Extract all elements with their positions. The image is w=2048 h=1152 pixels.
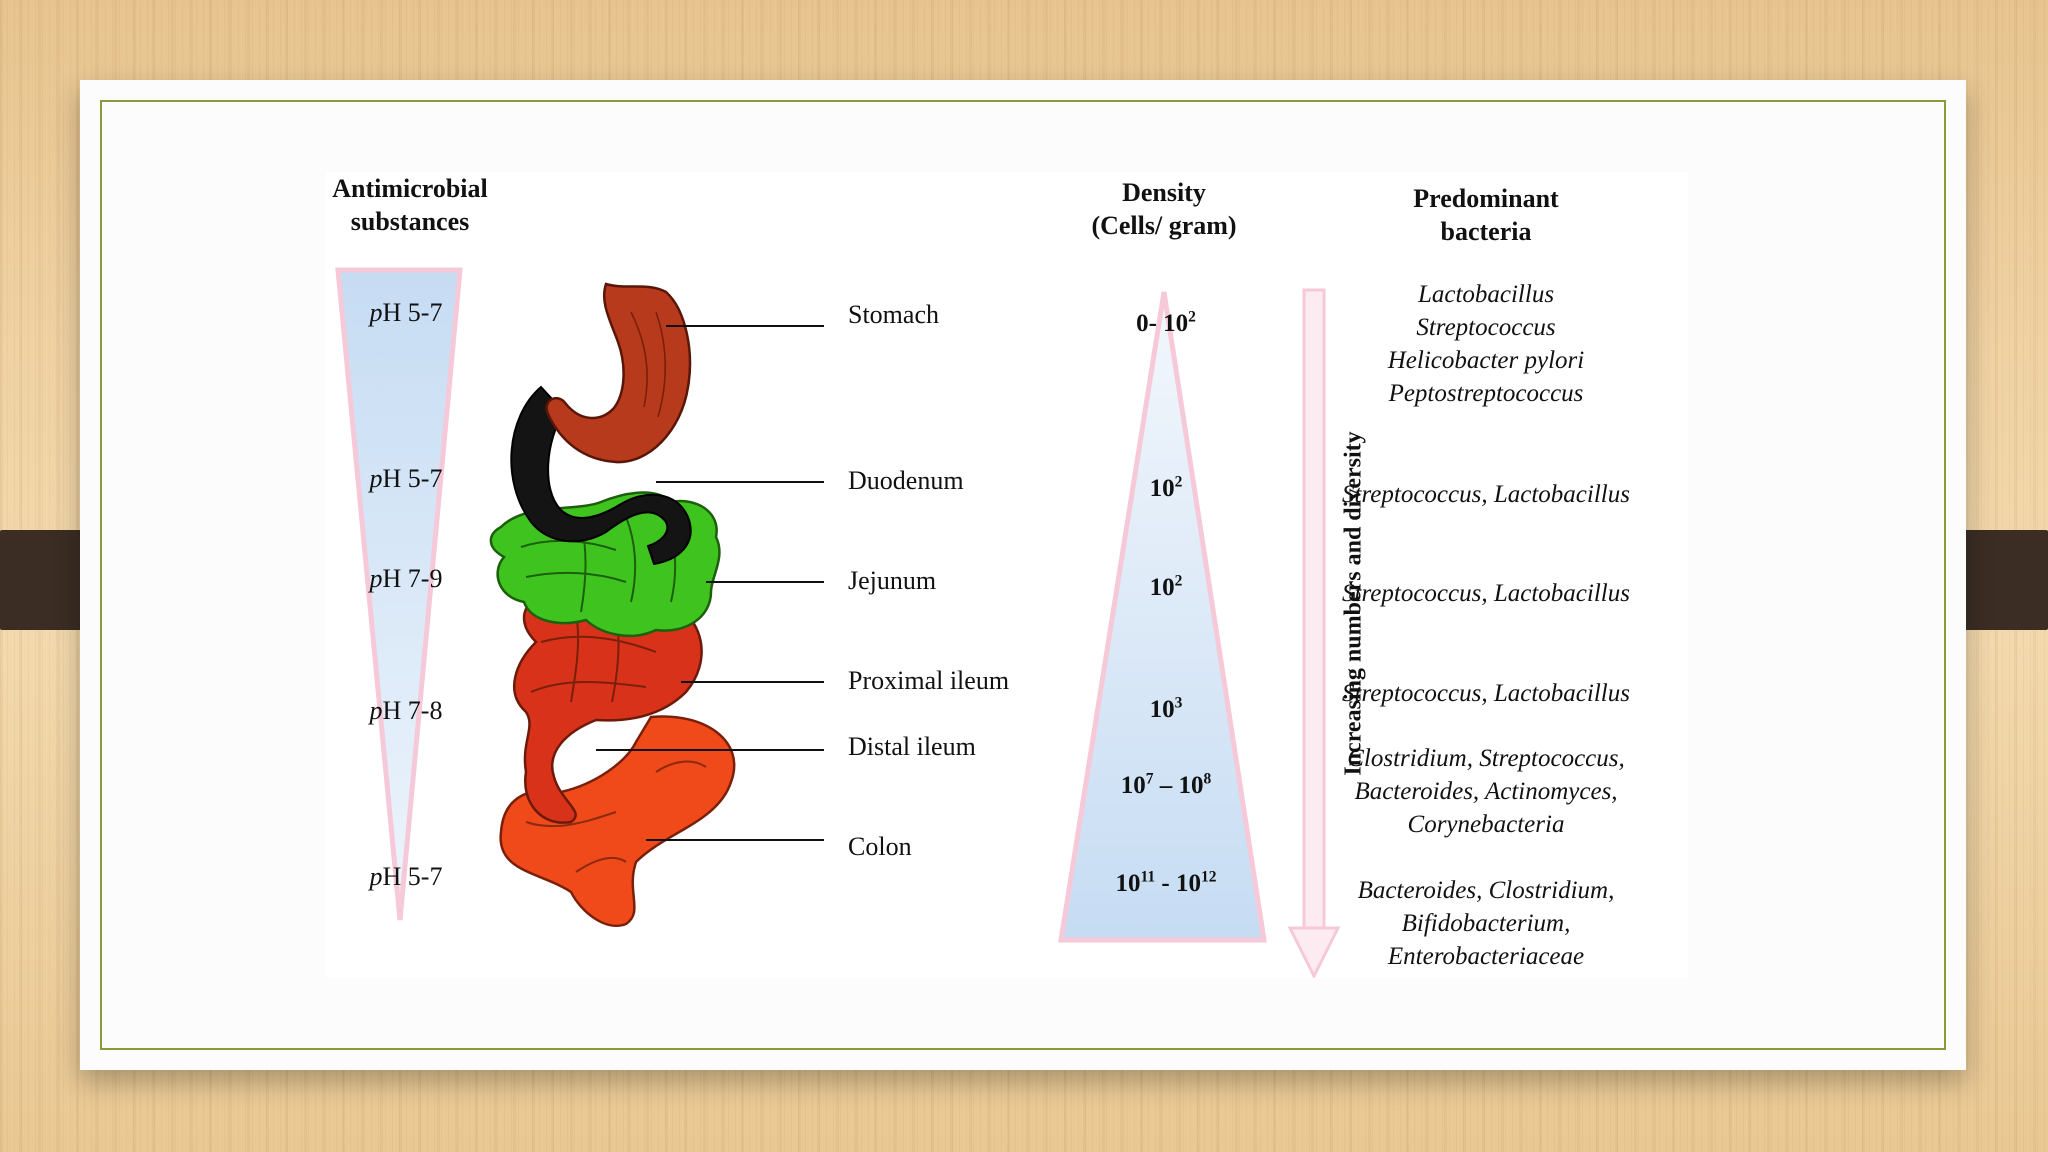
bacteria-name: Bacteroides, Actinomyces,	[1354, 778, 1618, 805]
bacteria-group-proximal-ileum: Streptococcus, Lactobacillus	[1306, 677, 1666, 710]
header-bacteria: Predominant bacteria	[1376, 182, 1596, 248]
organ-label-stomach: Stomach	[848, 300, 939, 329]
density-gradient-triangle	[1058, 291, 1267, 943]
organ-label-jejunum: Jejunum	[848, 566, 937, 595]
header-bacteria-line1: Predominant	[1413, 184, 1559, 213]
bacteria-name: Streptococcus, Lactobacillus	[1342, 680, 1630, 707]
header-antimicrobial-line1: Antimicrobial	[332, 174, 488, 203]
bacteria-name: Lactobacillus	[1417, 281, 1555, 308]
ph-label: pH 7-9	[369, 564, 443, 593]
density-label: 102	[1149, 572, 1183, 601]
bacteria-name: Peptostreptococcus	[1388, 380, 1584, 407]
organ-label-duodenum: Duodenum	[848, 466, 964, 495]
organ-label-proximal-ileum: Proximal ileum	[848, 666, 1010, 695]
bacteria-group-duodenum: Streptococcus, Lactobacillus	[1306, 478, 1666, 511]
header-density-line2: (Cells/ gram)	[1091, 211, 1237, 240]
bacteria-name: Clostridium, Streptococcus,	[1347, 745, 1625, 772]
ph-label: pH 7-8	[369, 696, 443, 725]
bacteria-name: Streptococcus	[1416, 314, 1556, 341]
header-density-line1: Density	[1122, 178, 1206, 207]
bacteria-name: Enterobacteriaceae	[1387, 943, 1585, 970]
bacteria-name: Bacteroides, Clostridium,	[1357, 877, 1615, 904]
density-label: 107 – 108	[1120, 770, 1212, 799]
bacteria-group-jejunum: Streptococcus, Lactobacillus	[1306, 577, 1666, 610]
bacteria-group-stomach: Lactobacillus Streptococcus Helicobacter…	[1326, 278, 1646, 410]
header-antimicrobial: Antimicrobial substances	[320, 172, 500, 238]
bacteria-name: Bifidobacterium,	[1401, 910, 1571, 937]
organ-label-distal-ileum: Distal ileum	[848, 732, 976, 761]
diversity-arrow-head	[1287, 926, 1341, 978]
ph-gradient-triangle	[335, 267, 463, 921]
density-label: 0- 102	[1136, 308, 1196, 337]
header-bacteria-line2: bacteria	[1440, 217, 1532, 246]
ph-label: pH 5-7	[369, 862, 443, 891]
bacteria-group-colon: Bacteroides, Clostridium, Bifidobacteriu…	[1316, 874, 1656, 973]
bacteria-name: Streptococcus, Lactobacillus	[1342, 580, 1630, 607]
header-density: Density (Cells/ gram)	[1064, 176, 1264, 242]
organ-label-colon: Colon	[848, 832, 912, 861]
gut-microbiota-figure: Antimicrobial substances Density (Cells/…	[326, 172, 1688, 978]
bacteria-name: Helicobacter pylori	[1387, 347, 1585, 374]
figure-graphics	[335, 267, 1341, 978]
density-label: 102	[1149, 473, 1183, 502]
stomach-illustration	[545, 282, 692, 464]
bacteria-name: Streptococcus, Lactobacillus	[1342, 481, 1630, 508]
density-label: 1011 - 1012	[1115, 868, 1217, 897]
header-antimicrobial-line2: substances	[350, 207, 470, 236]
ph-label: pH 5-7	[369, 464, 443, 493]
slide-frame	[100, 100, 1946, 1050]
bacteria-group-distal-ileum: Clostridium, Streptococcus, Bacteroides,…	[1316, 742, 1656, 841]
bacteria-name: Corynebacteria	[1407, 811, 1565, 838]
density-label: 103	[1149, 694, 1183, 723]
ph-label: pH 5-7	[369, 298, 443, 327]
duodenum-illustration	[510, 385, 692, 566]
